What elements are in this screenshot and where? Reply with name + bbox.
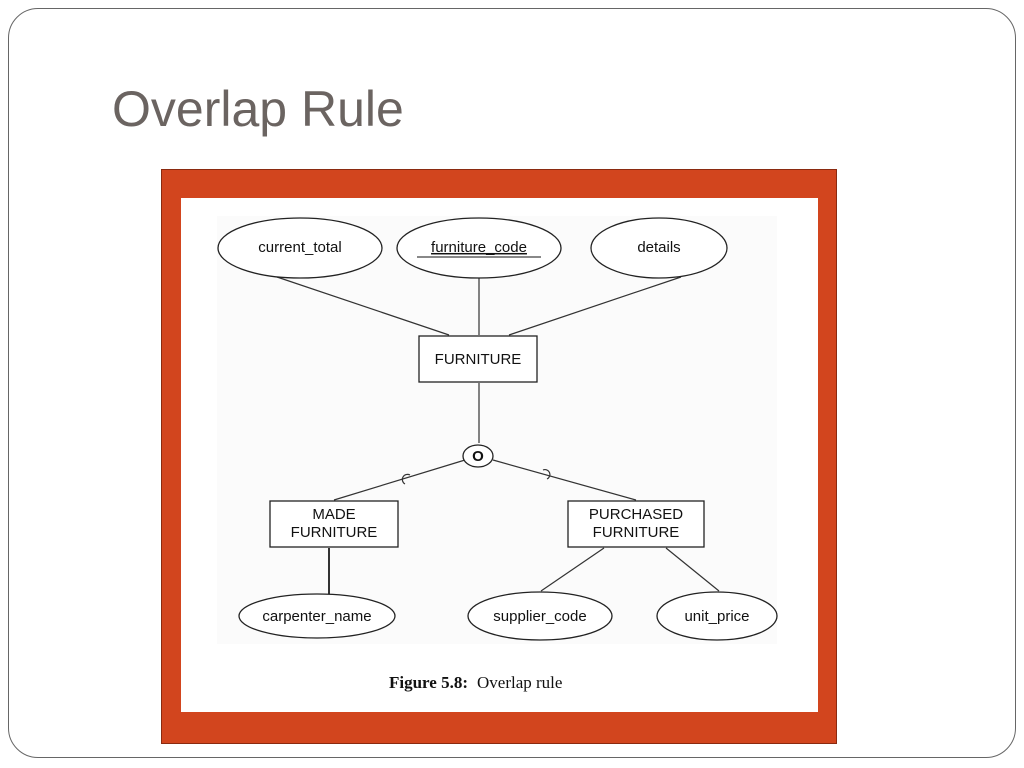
entity-made-furniture-line2: FURNITURE [291, 524, 378, 541]
entity-purchased-furniture-line2: FURNITURE [593, 524, 680, 541]
subset-symbol-made [401, 473, 411, 485]
slide-title: Overlap Rule [112, 81, 404, 137]
attribute-supplier-code: supplier_code [467, 591, 613, 641]
attribute-furniture-code-label: furniture_code [431, 239, 527, 256]
subset-symbol-purchased [542, 468, 551, 480]
figure-caption: Figure 5.8: Overlap rule [389, 673, 562, 692]
figure-caption-text: Overlap rule [477, 673, 562, 692]
overlap-constraint-label: O [472, 448, 484, 465]
attribute-supplier-code-label: supplier_code [493, 608, 586, 625]
link-supplier-code [540, 547, 605, 592]
attribute-details: details [590, 217, 728, 279]
attribute-unit-price-label: unit_price [684, 608, 749, 625]
attribute-carpenter-name: carpenter_name [238, 593, 396, 639]
attribute-details-label: details [637, 239, 680, 256]
link-details [508, 276, 682, 336]
entity-purchased-furniture-line1: PURCHASED [589, 506, 683, 523]
link-unit-price [665, 547, 720, 592]
link-overlap-made [333, 459, 466, 501]
entity-purchased-furniture: PURCHASED FURNITURE [567, 500, 705, 548]
figure-caption-label: Figure 5.8: [389, 673, 468, 692]
entity-furniture: FURNITURE [418, 335, 538, 383]
er-diagram: current_total furniture_code details FUR… [217, 216, 778, 692]
overlap-constraint-circle: O [462, 444, 494, 468]
entity-furniture-label: FURNITURE [435, 351, 522, 368]
diagram-background [217, 216, 777, 644]
entity-made-furniture: MADE FURNITURE [269, 500, 399, 548]
attribute-current-total-label: current_total [258, 239, 341, 256]
attribute-current-total: current_total [217, 217, 383, 279]
figure-frame: current_total furniture_code details FUR… [161, 169, 837, 744]
figure-panel: current_total furniture_code details FUR… [181, 198, 818, 712]
link-overlap-purchased [492, 459, 637, 501]
attribute-furniture-code: furniture_code [396, 217, 562, 279]
entity-made-furniture-line1: MADE [312, 506, 355, 523]
attribute-carpenter-name-label: carpenter_name [262, 608, 371, 625]
link-current-total [276, 276, 450, 336]
attribute-unit-price: unit_price [656, 591, 778, 641]
